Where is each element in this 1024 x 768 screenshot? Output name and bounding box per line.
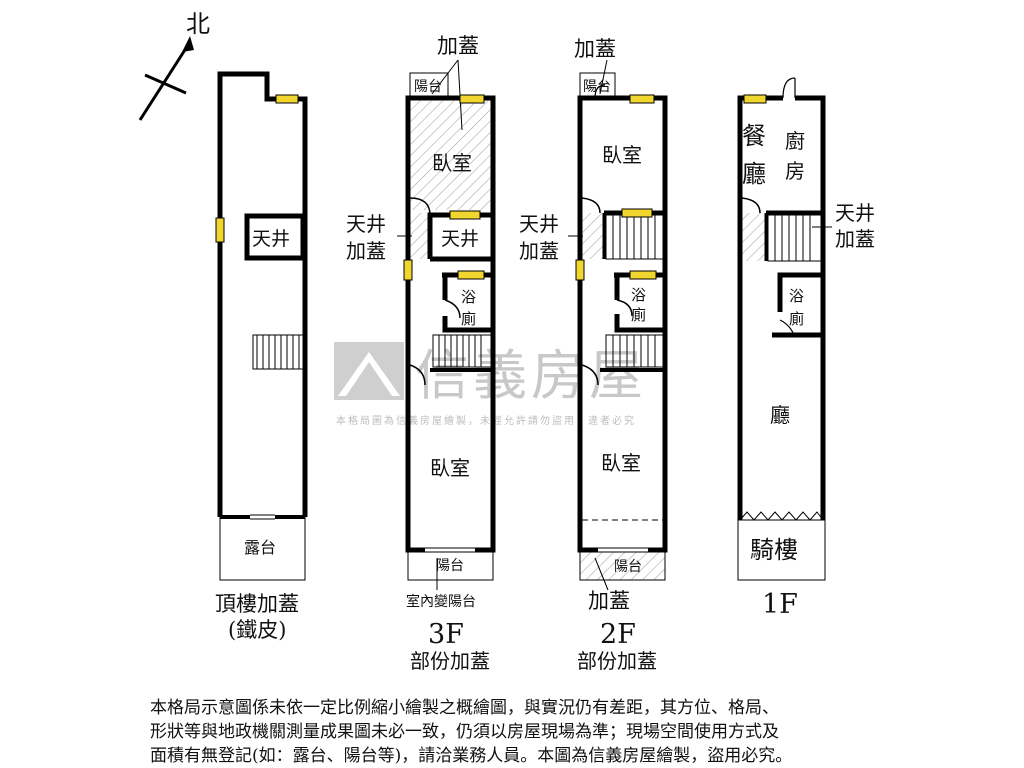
3f-balcony-top-label: 陽台 — [414, 79, 442, 95]
roof-plan — [217, 71, 308, 581]
3f-skylight-addon-hatch — [408, 213, 428, 259]
roof-patio-label: 露台 — [244, 538, 276, 557]
3f-bedroom-addon-hatch — [408, 100, 493, 210]
roof-skylight-label: 天井 — [252, 228, 290, 250]
3f-skylight-addon-label-1: 天井 — [346, 212, 386, 236]
1f-skylight-addon-label-2: 加蓋 — [835, 227, 875, 251]
watermark-notice: 本格局圖為信義房屋繪製，未經允許請勿盜用，違者必究 — [336, 414, 636, 427]
2f-balcony-addon-hatch — [580, 550, 665, 580]
roof-stairs — [252, 334, 304, 370]
3f-skylight-addon-label-2: 加蓋 — [346, 239, 386, 263]
window-icon — [575, 259, 585, 281]
1f-dining-label-1: 餐 — [742, 122, 766, 150]
watermark-logo-icon — [334, 342, 404, 400]
2f-windows — [575, 94, 657, 281]
2f-subcaption: 部份加蓋 — [577, 649, 657, 673]
2f-bath-label-2: 廁 — [631, 306, 646, 324]
3f-bedroom-bottom-label: 臥室 — [430, 456, 470, 480]
1f-kitchen-label-1: 廚 — [785, 129, 805, 153]
3f-caption: 3F — [428, 619, 464, 650]
disclaimer-line-1: 本格局示意圖係未依一定比例縮小繪製之概繪圖，與實況仍有差距，其方位、格局、 — [150, 698, 779, 718]
window-icon — [621, 208, 653, 218]
2f-stairs-lower — [605, 334, 664, 368]
disclaimer-line-2: 形狀等與地政機關測量成果圖未必一致，仍須以房屋現場為準；現場空間使用方式及 — [150, 722, 779, 742]
1f-windows — [743, 94, 767, 104]
1f-arcade — [737, 519, 826, 581]
watermark-brand: 信義房屋 — [415, 344, 647, 407]
3f-subcaption: 部份加蓋 — [410, 649, 490, 673]
window-icon — [743, 94, 767, 104]
compass-north-label: 北 — [186, 10, 210, 38]
2f-skylight-addon-label-2: 加蓋 — [519, 239, 559, 263]
disclaimer-line-3: 面積有無登記(如：露台、陽台等)，請洽業務人員。本圖為信義房屋繪製，盜用必究。 — [150, 746, 793, 766]
window-icon — [629, 94, 655, 104]
3f-addon-top-label: 加蓋 — [437, 34, 479, 58]
window-icon — [459, 94, 485, 104]
1f-plan — [737, 77, 832, 581]
1f-stairs — [767, 214, 822, 262]
3f-bath-label-2: 廁 — [461, 310, 476, 328]
roof-subcaption: (鐵皮) — [228, 618, 286, 642]
2f-skylight-addon-label-1: 天井 — [519, 212, 559, 236]
1f-skylight-addon-hatch — [740, 213, 766, 261]
2f-top-balcony — [579, 72, 616, 99]
roof-skylight — [244, 213, 306, 261]
1f-arcade-label: 騎樓 — [750, 536, 798, 564]
window-icon — [215, 217, 225, 243]
compass: 北 — [138, 10, 210, 121]
1f-bath-label-1: 浴 — [789, 287, 804, 305]
2f-addon-bottom-label: 加蓋 — [588, 589, 630, 613]
window-icon — [403, 259, 413, 281]
window-icon — [449, 210, 481, 220]
3f-bedroom-top-label: 臥室 — [432, 151, 472, 175]
3f-bath-label-1: 浴 — [461, 288, 476, 306]
2f-skylight-addon-hatch — [580, 213, 604, 259]
compass-arrow-icon — [138, 41, 192, 121]
2f-addon-top-label: 加蓋 — [574, 37, 616, 61]
3f-top-balcony — [409, 72, 449, 99]
2f-bath-label-1: 浴 — [631, 286, 646, 304]
disclaimer: 本格局示意圖係未依一定比例縮小繪製之概繪圖，與實況仍有差距，其方位、格局、 形狀… — [150, 696, 890, 768]
1f-dining-label-2: 廳 — [742, 160, 766, 188]
2f-bedroom-top-label: 臥室 — [602, 143, 642, 167]
window-icon — [275, 94, 299, 104]
window-icon — [629, 270, 657, 280]
2f-balcony-top-label: 陽台 — [583, 79, 611, 95]
3f-balcony-note: 室內變陽台 — [406, 593, 476, 610]
window-icon — [457, 270, 485, 280]
1f-kitchen-label-2: 房 — [785, 159, 805, 183]
3f-skylight-label: 天井 — [441, 228, 479, 250]
1f-caption: 1F — [762, 589, 798, 620]
1f-bath-label-2: 廁 — [789, 310, 804, 328]
2f-stairs-upper — [605, 214, 664, 260]
3f-stairs — [432, 334, 492, 368]
2f-caption: 2F — [600, 619, 636, 650]
3f-windows — [403, 94, 485, 281]
2f-balcony-bottom-label: 陽台 — [614, 559, 642, 575]
1f-living-label: 廳 — [770, 403, 790, 427]
2f-bedroom-bottom-label: 臥室 — [601, 451, 641, 475]
roof-windows — [215, 94, 299, 243]
3f-balcony-bottom-label: 陽台 — [436, 558, 464, 574]
1f-skylight-addon-label-1: 天井 — [835, 201, 875, 225]
2f-plan — [568, 59, 668, 591]
roof-caption: 頂樓加蓋 — [215, 592, 299, 616]
